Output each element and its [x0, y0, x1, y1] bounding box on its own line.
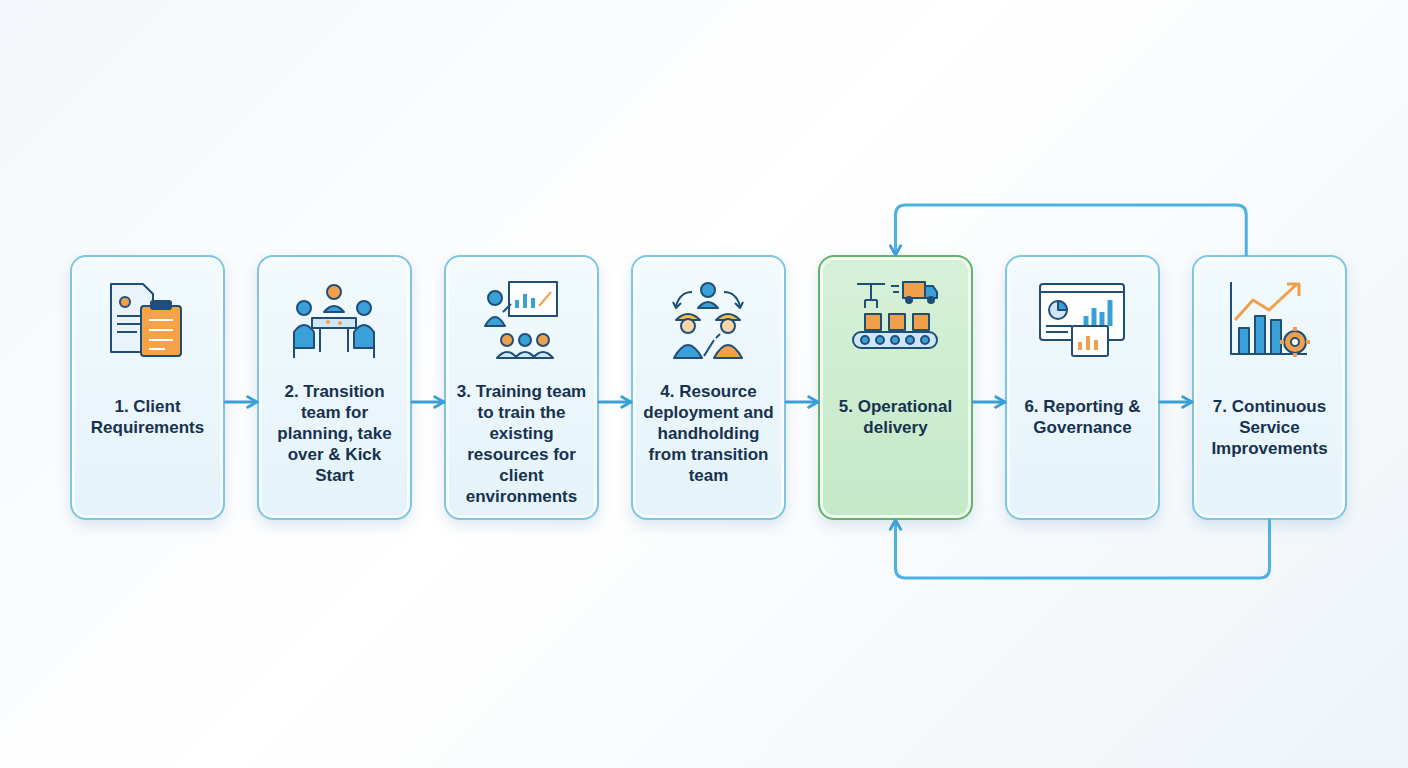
flow-arrow — [412, 401, 444, 404]
process-box: 7. Continuous Service Improvements — [1192, 255, 1347, 520]
document-icon — [111, 284, 181, 356]
process-box: 2. Transition team for planning, take ov… — [257, 255, 412, 520]
step-label: 7. Continuous Service Improvements — [1202, 396, 1337, 459]
step-label: 4. Resource deployment and handholding f… — [641, 381, 776, 486]
process-box: 6. Reporting & Governance — [1005, 255, 1160, 520]
dashboard-icon — [1040, 284, 1124, 356]
flow-arrow — [786, 401, 818, 404]
step-label: 2. Transition team for planning, take ov… — [267, 381, 402, 486]
flow-arrow — [973, 401, 1005, 404]
feedback-arrow — [896, 520, 1270, 578]
step-label: 1. Client Requirements — [80, 396, 215, 438]
training-icon — [485, 282, 557, 358]
step-label: 3. Training team to train the existing r… — [454, 381, 589, 507]
conveyor-icon — [853, 282, 937, 348]
growth-chart-icon — [1231, 282, 1310, 357]
process-box: 1. Client Requirements — [70, 255, 225, 520]
step-label: 6. Reporting & Governance — [1015, 396, 1150, 438]
step-label: 5. Operational delivery — [828, 396, 963, 438]
process-box: 4. Resource deployment and handholding f… — [631, 255, 786, 520]
workers-icon — [673, 283, 743, 358]
meeting-icon — [294, 285, 374, 358]
process-box: 5. Operational delivery — [818, 255, 973, 520]
feedback-arrow — [896, 205, 1247, 255]
process-box: 3. Training team to train the existing r… — [444, 255, 599, 520]
flow-arrow — [599, 401, 631, 404]
flow-arrow — [225, 401, 257, 404]
flow-arrow — [1160, 401, 1192, 404]
